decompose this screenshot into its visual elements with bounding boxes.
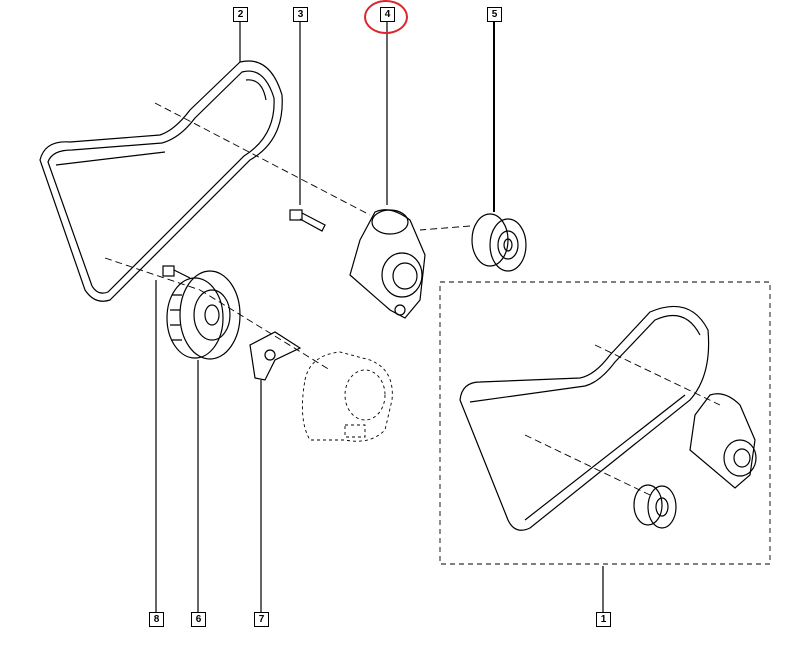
highlight-ring — [364, 0, 408, 34]
idler-pulley-5 — [471, 213, 527, 272]
crankshaft-pulley-6 — [166, 270, 241, 360]
tensioner-4 — [349, 209, 426, 319]
kit-box-1 — [439, 281, 771, 565]
callout-6[interactable]: 6 — [191, 612, 206, 627]
callout-3[interactable]: 3 — [293, 7, 308, 22]
vacuum-pump-outline — [301, 351, 393, 442]
callout-1[interactable]: 1 — [596, 612, 611, 627]
kit-belt — [459, 305, 710, 531]
callout-2[interactable]: 2 — [233, 7, 248, 22]
belt-2 — [39, 60, 283, 302]
callout-5[interactable]: 5 — [487, 7, 502, 22]
bolt-3 — [289, 209, 326, 232]
bracket-7 — [249, 331, 302, 381]
kit-tensioner — [689, 393, 757, 489]
bolt-8 — [162, 265, 191, 279]
callout-7[interactable]: 7 — [254, 612, 269, 627]
callout-8[interactable]: 8 — [149, 612, 164, 627]
kit-idler — [633, 484, 677, 529]
